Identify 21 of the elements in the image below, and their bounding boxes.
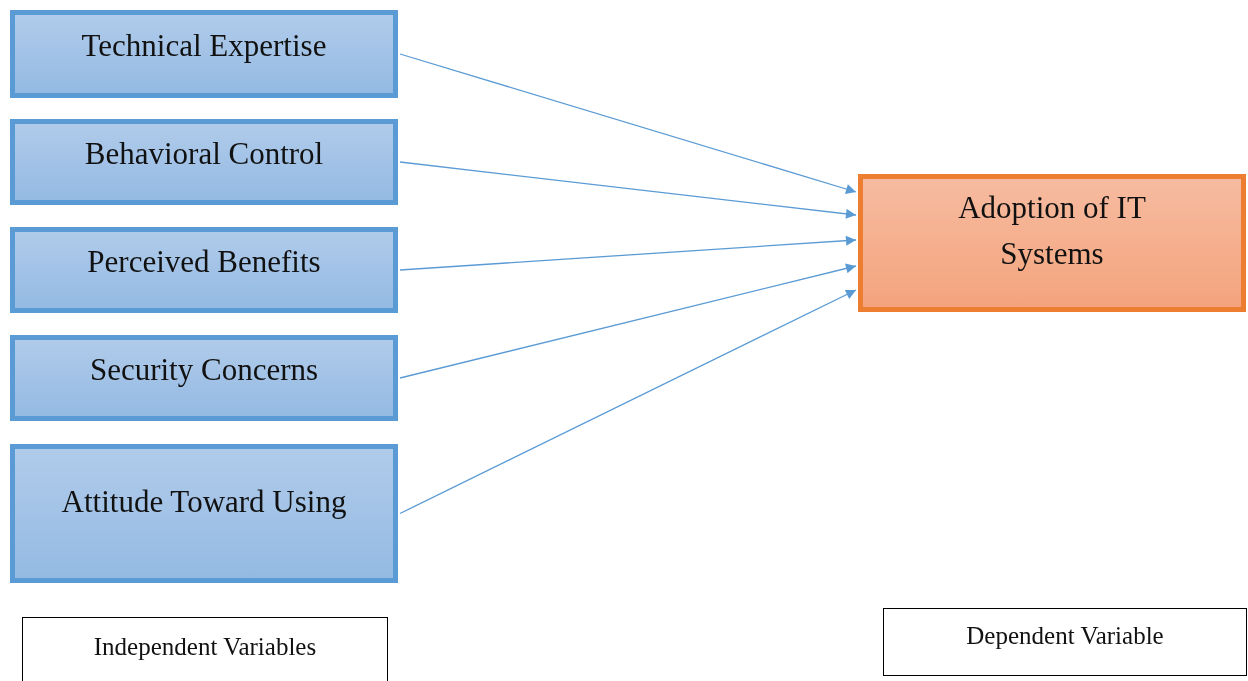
category-box (22, 617, 388, 681)
arrow (399, 289, 857, 515)
arrow (399, 235, 857, 271)
variable-box (10, 444, 398, 583)
arrow (399, 53, 857, 194)
arrow (399, 161, 857, 219)
variable-box (10, 119, 398, 205)
variable-box (10, 10, 398, 98)
node-label: Attitude Toward Using (61, 482, 347, 521)
node-label: Perceived Benefits (87, 243, 321, 282)
node-label: Independent Variables (93, 633, 317, 661)
node-label: Technical Expertise (81, 27, 327, 66)
node-label: Security Concerns (89, 351, 319, 390)
outcome-box (858, 174, 1246, 312)
node-label: Behavioral Control (84, 135, 324, 174)
node-label: Adoption of IT Systems (957, 188, 1147, 273)
node-label: Dependent Variable (966, 622, 1164, 650)
variable-box (10, 335, 398, 421)
variable-box (10, 227, 398, 313)
arrow (399, 263, 857, 379)
category-box (883, 608, 1247, 676)
